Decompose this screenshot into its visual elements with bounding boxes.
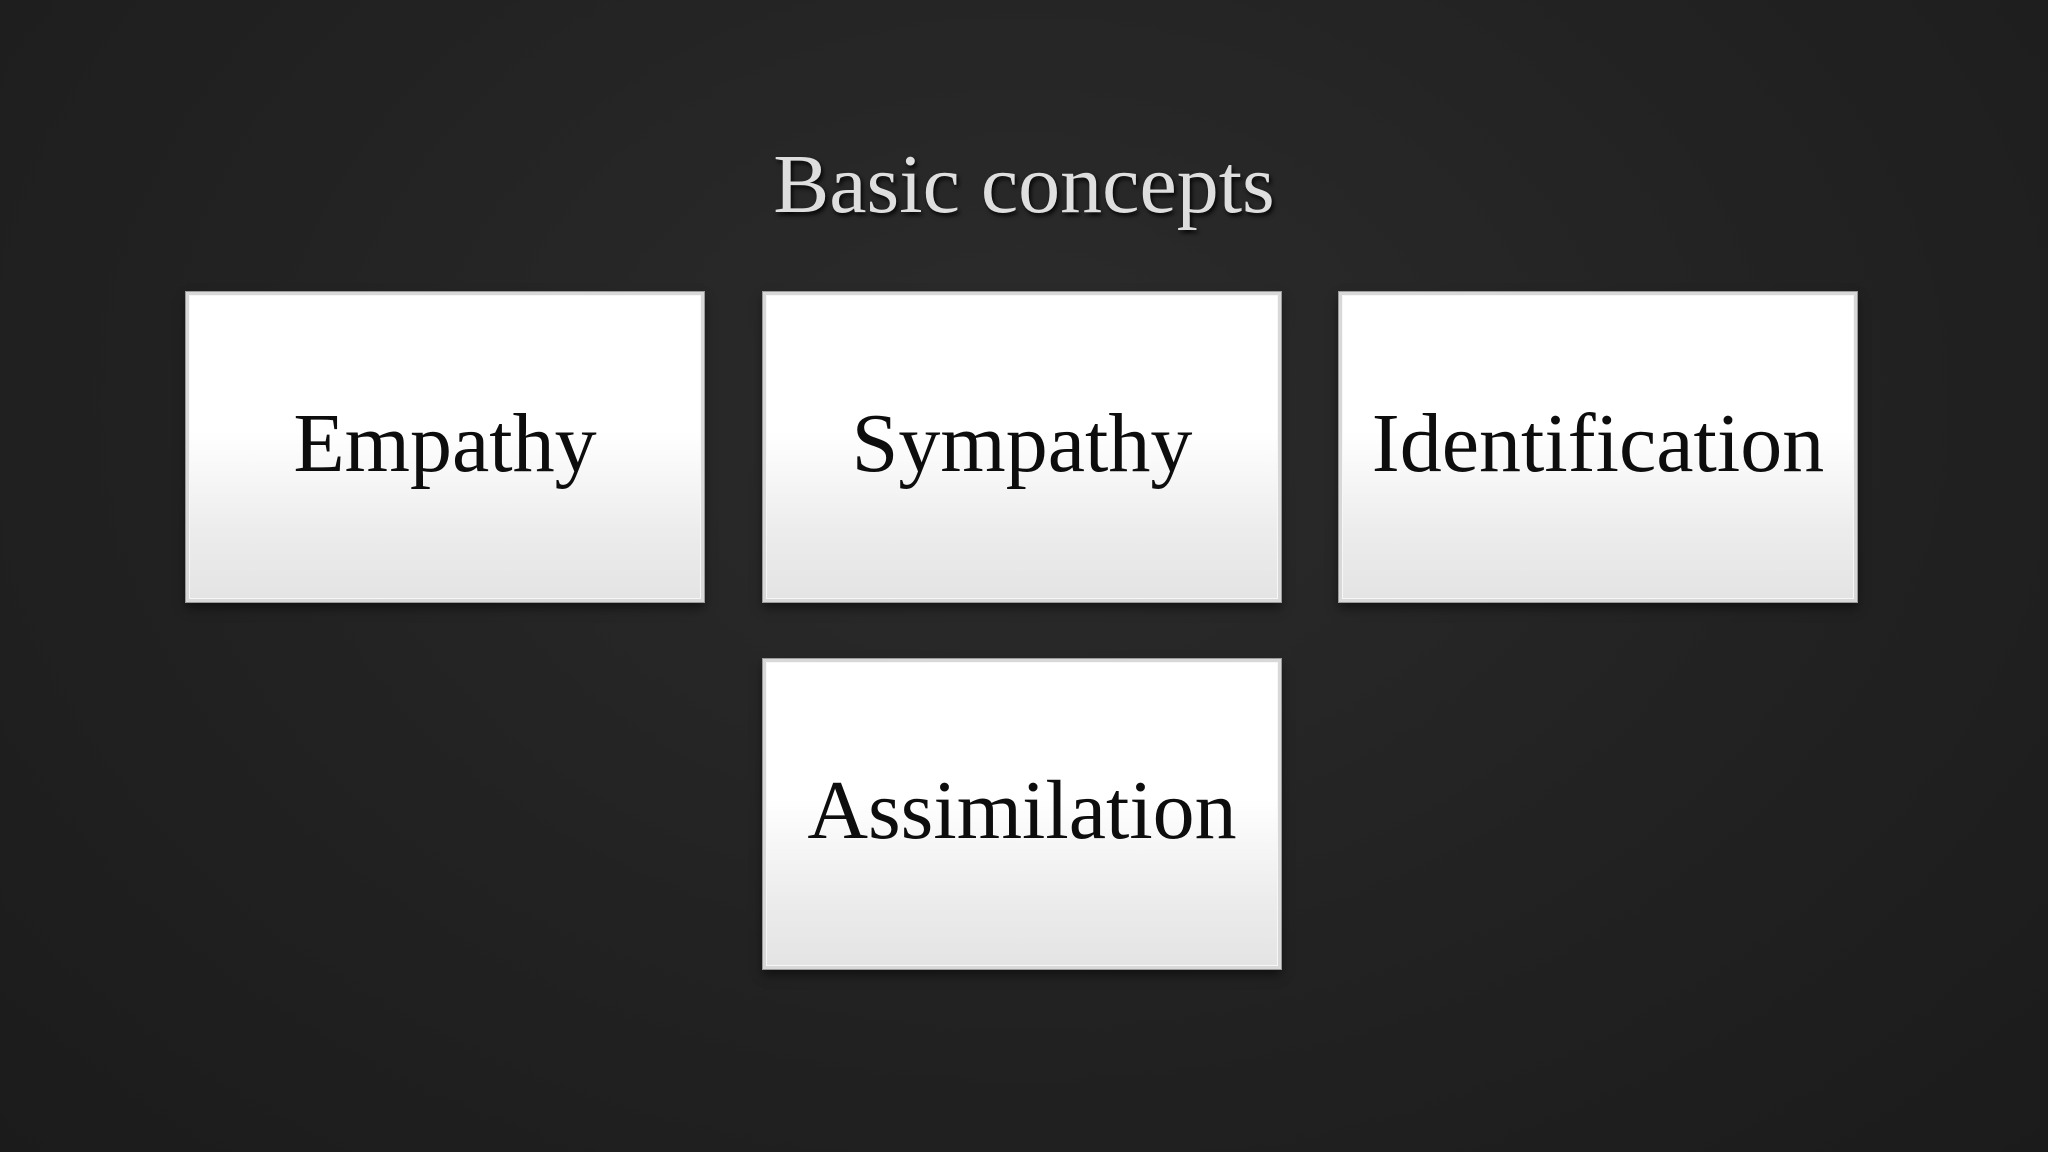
- concept-label-sympathy: Sympathy: [851, 396, 1193, 490]
- concept-box-identification: Identification: [1338, 291, 1858, 603]
- concept-label-empathy: Empathy: [293, 396, 597, 490]
- concept-box-empathy: Empathy: [185, 291, 705, 603]
- concept-box-sympathy: Sympathy: [762, 291, 1282, 603]
- slide-title: Basic concepts: [773, 138, 1275, 231]
- concept-label-identification: Identification: [1371, 396, 1825, 490]
- concept-label-assimilation: Assimilation: [807, 763, 1237, 857]
- concept-box-assimilation: Assimilation: [762, 658, 1282, 970]
